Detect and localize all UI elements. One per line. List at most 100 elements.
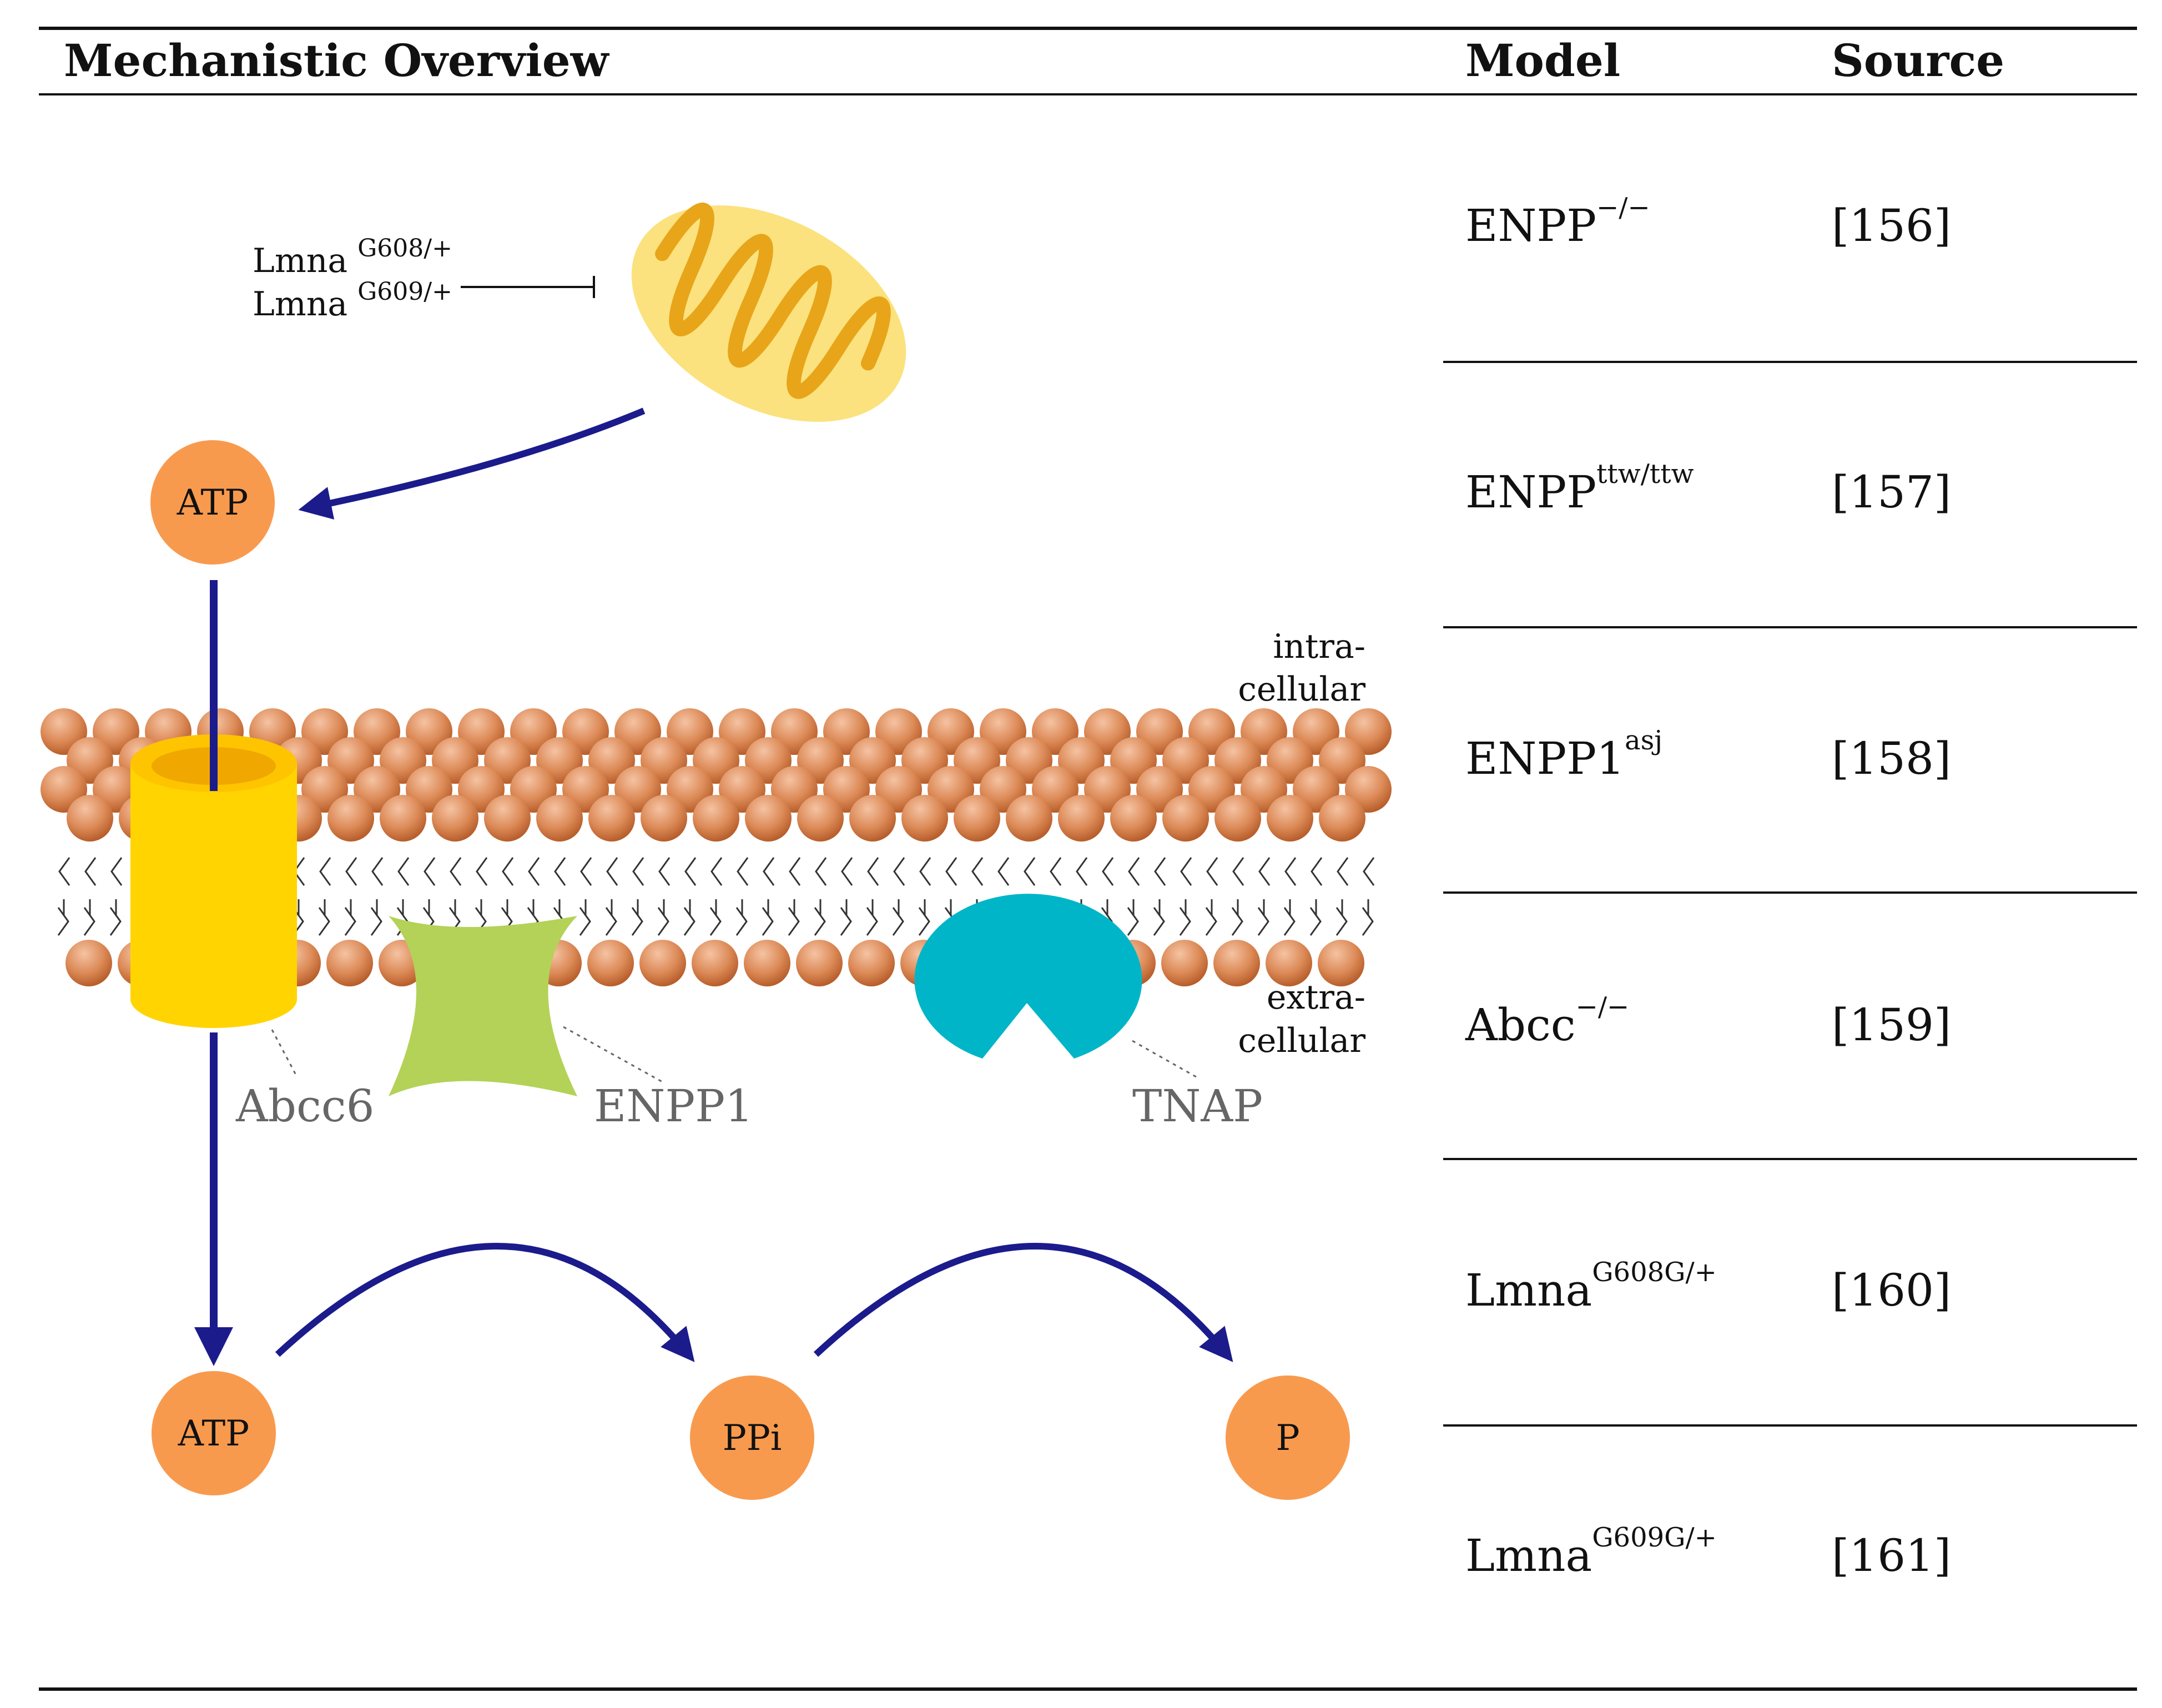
lipid-tail: [1257, 857, 1271, 936]
lipid-tail: [814, 857, 827, 936]
model-cell: Abcc−/−: [1465, 991, 1630, 1051]
lipid-tail: [422, 857, 436, 936]
lipid-head: [326, 940, 373, 986]
lipid-tail: [735, 857, 749, 936]
lipid-head: [380, 795, 426, 842]
lipid-head: [588, 795, 635, 842]
abcc6-label: Abcc6: [235, 1080, 375, 1132]
abcc6-leader: [271, 1029, 298, 1077]
lipid-head: [1266, 940, 1312, 986]
enpp1-leader: [563, 1026, 664, 1084]
lipid-head: [1006, 795, 1052, 842]
svg-text:ATP: ATP: [178, 1413, 249, 1454]
lipid-head: [1161, 940, 1208, 986]
lipid-tail: [762, 857, 775, 936]
row-divider: [1443, 626, 2137, 628]
svg-text:P: P: [1276, 1418, 1299, 1459]
arrow-mito-to-atp: [298, 407, 646, 520]
lipid-head: [432, 795, 478, 842]
row-divider: [1443, 361, 2137, 363]
lipid-head: [954, 795, 1000, 842]
lipid-head: [1318, 940, 1364, 986]
lipid-tail: [1309, 857, 1323, 936]
enpp1-label: ENPP1: [594, 1080, 753, 1132]
lipid-tail: [83, 857, 97, 936]
source-cell: [159]: [1832, 999, 1952, 1051]
lipid-head: [693, 795, 739, 842]
lipid-tail: [631, 857, 644, 936]
lipid-head: [587, 940, 634, 986]
lipid-head: [639, 940, 686, 986]
lipid-head: [484, 795, 531, 842]
lipid-tail: [1283, 857, 1297, 936]
model-cell: LmnaG609G/+: [1465, 1522, 1717, 1581]
lipid-head: [65, 940, 112, 986]
row-divider: [1443, 1158, 2137, 1160]
arrow-atp-to-ppi: [275, 1243, 695, 1362]
extra-label-2: cellular: [1238, 1021, 1365, 1060]
lipid-tail: [788, 857, 801, 936]
lipid-head: [797, 795, 844, 842]
lipid-head: [901, 795, 948, 842]
lipid-tail: [709, 857, 723, 936]
source-cell: [160]: [1832, 1264, 1952, 1316]
lipid-tail: [448, 857, 462, 936]
lipid-tail: [1153, 857, 1166, 936]
lipid-tail: [109, 857, 123, 936]
lipid-head: [848, 940, 895, 986]
lipid-tail: [866, 857, 879, 936]
lipid-head: [1214, 795, 1261, 842]
lipid-head: [744, 940, 790, 986]
svg-text:PPi: PPi: [723, 1418, 782, 1459]
lipid-head: [745, 795, 792, 842]
top-rule: [39, 27, 2137, 30]
lipid-head: [67, 795, 113, 842]
lipid-tail: [1335, 857, 1349, 936]
lipid-tail: [683, 857, 697, 936]
lipid-head: [1058, 795, 1105, 842]
intra-label-2: cellular: [1238, 670, 1365, 709]
extra-label-1: extra-: [1267, 978, 1365, 1017]
tnap-label: TNAP: [1132, 1080, 1263, 1132]
lipid-tail: [605, 857, 618, 936]
model-cell: ENPPttw/ttw: [1465, 459, 1694, 518]
model-cell: ENPP−/−: [1465, 192, 1650, 251]
lipid-head: [796, 940, 843, 986]
mitochondrion: [631, 203, 906, 422]
tnap-protein: [914, 894, 1142, 1059]
lipid-head: [1267, 795, 1313, 842]
lipid-tail: [1362, 857, 1375, 936]
lipid-head: [692, 940, 738, 986]
lipid-head: [1319, 795, 1365, 842]
model-cell: ENPP1asj: [1465, 725, 1663, 784]
lipid-head: [1162, 795, 1209, 842]
source-cell: [158]: [1832, 733, 1952, 784]
intra-label-1: intra-: [1273, 627, 1365, 666]
lipid-tail: [1231, 857, 1244, 936]
lipid-tail: [57, 857, 70, 936]
header-model: Model: [1465, 34, 1621, 87]
lipid-head: [1213, 940, 1260, 986]
p-node: P: [1226, 1376, 1350, 1500]
row-divider: [1443, 891, 2137, 894]
source-cell: [156]: [1832, 200, 1952, 251]
svg-text:ATP: ATP: [177, 482, 248, 523]
lipid-tail: [840, 857, 853, 936]
model-cell: LmnaG608G/+: [1465, 1257, 1717, 1316]
row-divider: [1443, 1424, 2137, 1427]
bottom-rule: [39, 1687, 2137, 1691]
lipid-head: [327, 795, 374, 842]
lipid-head: [536, 795, 583, 842]
lipid-tail: [892, 857, 905, 936]
lipid-tail: [657, 857, 671, 936]
ppi-node: PPi: [690, 1376, 814, 1500]
source-cell: [161]: [1832, 1530, 1952, 1581]
lipid-tail: [475, 857, 488, 936]
inhibition-line: [461, 276, 595, 298]
lipid-tail: [579, 857, 592, 936]
atp-top-node: ATP: [150, 440, 275, 565]
lipid-tail: [501, 857, 514, 936]
lipid-head: [1110, 795, 1157, 842]
